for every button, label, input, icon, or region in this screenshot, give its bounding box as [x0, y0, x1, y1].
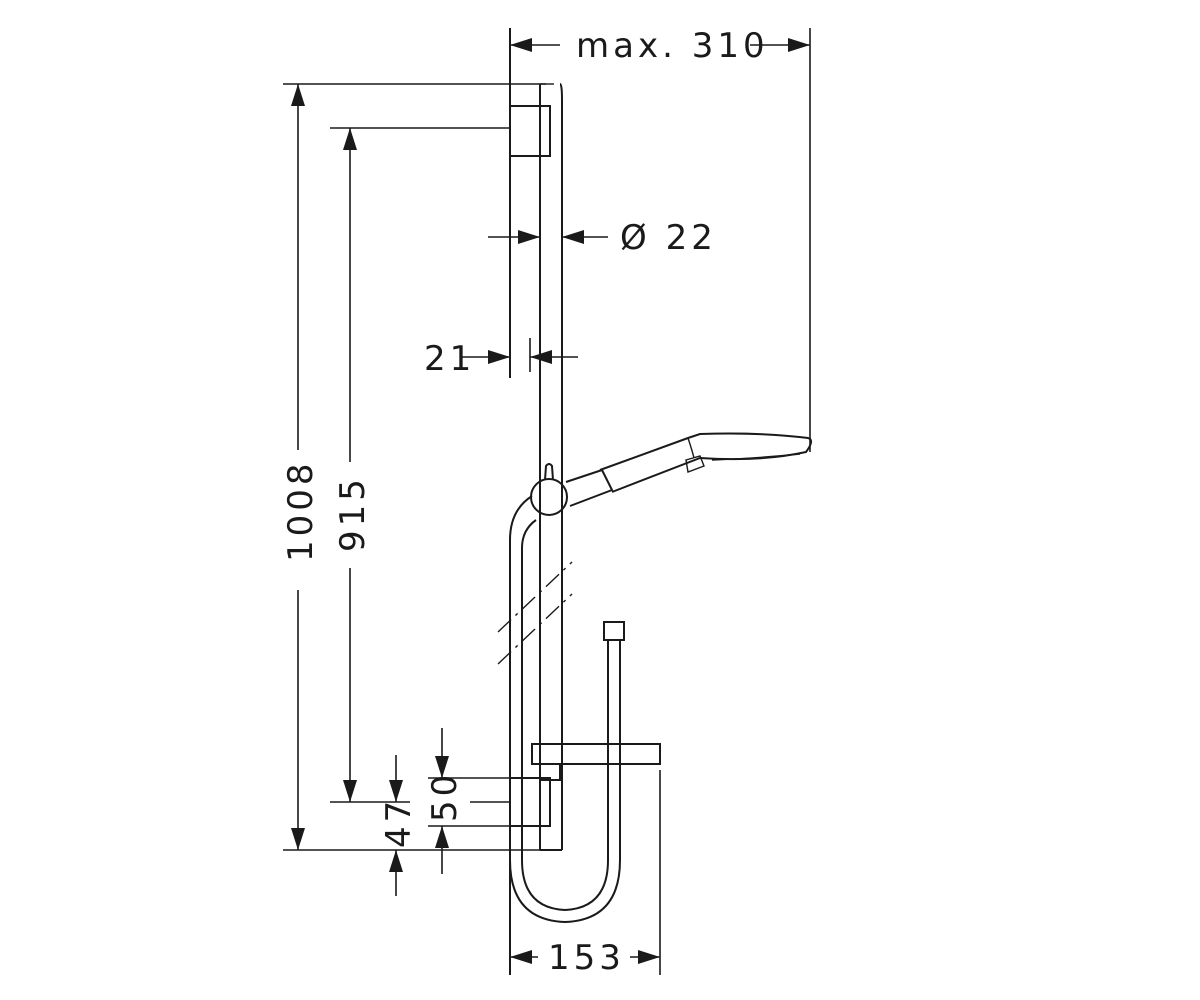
total-height-label: 1008: [281, 459, 321, 562]
bottom-bracket: [509, 777, 551, 827]
shower-shelf: [531, 743, 661, 781]
dim-diameter: Ø 22: [488, 218, 717, 258]
dim-bracket-spacing: 915: [333, 128, 373, 802]
dim-shelf-width: 153: [510, 938, 660, 978]
max-width-label: max. 310: [576, 26, 769, 66]
dim-bottom-47: 47: [379, 755, 419, 896]
bottom-50-label: 50: [425, 771, 465, 822]
bottom-47-label: 47: [379, 797, 419, 848]
diameter-label: Ø 22: [620, 218, 717, 258]
dim-total-height: 1008: [281, 84, 321, 850]
dim-bottom-50: 50: [425, 728, 465, 874]
wall-offset-label: 21: [424, 339, 475, 379]
break-marks: [497, 561, 573, 665]
top-bracket: [509, 83, 554, 157]
bracket-spacing-label: 915: [333, 475, 373, 552]
dim-wall-offset: 21: [424, 339, 578, 379]
shelf-width-label: 153: [548, 938, 625, 978]
hand-shower: [565, 432, 812, 507]
dim-max-width: max. 310: [510, 26, 810, 66]
shower-rail: [539, 83, 563, 851]
shower-hose: [509, 495, 625, 924]
